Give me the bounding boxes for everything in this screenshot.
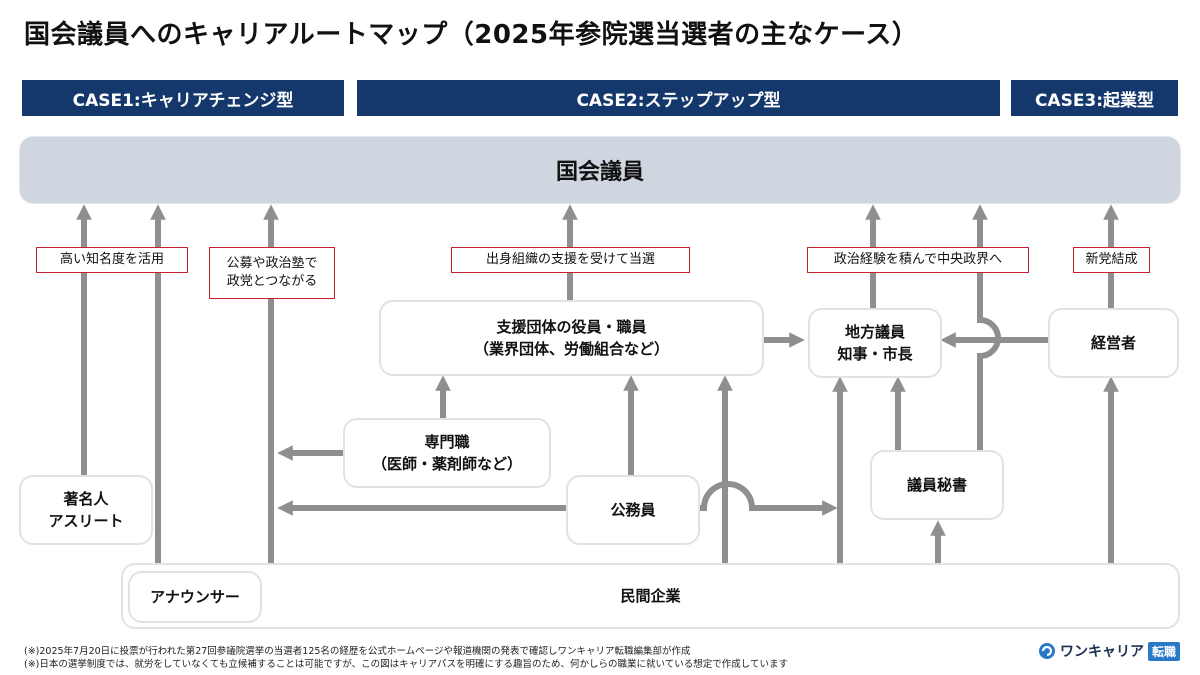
case2-header: CASE2:ステップアップ型 <box>357 80 1000 116</box>
node-private-company: 民間企業 <box>121 563 1180 629</box>
label-org-election-text: 出身組織の支援を受けて当選 <box>485 252 655 267</box>
node-local-line1: 地方議員 <box>844 323 905 341</box>
label-juku: 公募や政治塾で 政党とつながる <box>209 247 335 299</box>
node-professional-line2: （医師・薬剤師など） <box>371 455 522 473</box>
label-juku-line1: 公募や政治塾で <box>226 256 318 271</box>
arrow-civil-to-local-line <box>696 481 838 516</box>
node-professional-line1: 専門職 <box>424 433 470 451</box>
page-title: 国会議員へのキャリアルートマップ（2025年参院選当選者の主なケース） <box>24 20 919 50</box>
logo-name: ワンキャリア <box>1059 644 1144 660</box>
footnote-2: (※)日本の選挙制度では、就労をしていなくても立候補することは可能ですが、この図… <box>24 659 788 670</box>
node-civil-servant: 公務員 <box>566 475 700 545</box>
node-announcer: アナウンサー <box>128 571 262 623</box>
node-local-line2: 知事・市長 <box>837 345 913 363</box>
case3-header: CASE3:起業型 <box>1011 80 1178 116</box>
node-private-company-text: 民間企業 <box>620 587 681 605</box>
node-secretary: 議員秘書 <box>870 450 1004 520</box>
node-local-politician: 地方議員 知事・市長 <box>808 308 942 378</box>
node-celebrity-line2: アスリート <box>48 512 124 530</box>
label-new-party: 新党結成 <box>1073 247 1150 273</box>
label-fame: 高い知名度を活用 <box>36 247 188 273</box>
diet-member-box: 国会議員 <box>19 136 1181 204</box>
brand-logo: ワンキャリア 転職 <box>1038 641 1180 661</box>
node-support-organization: 支援団体の役員・職員 （業界団体、労働組合など） <box>379 300 764 376</box>
node-professional: 専門職 （医師・薬剤師など） <box>343 418 551 488</box>
node-support-org-line1: 支援団体の役員・職員 <box>496 318 647 336</box>
node-celebrity: 著名人 アスリート <box>19 475 153 545</box>
logo-swirl-icon <box>1038 643 1055 659</box>
node-secretary-text: 議員秘書 <box>906 476 967 494</box>
label-experience: 政治経験を積んで中央政界へ <box>807 247 1029 273</box>
diet-member-label: 国会議員 <box>555 160 644 185</box>
node-executive-text: 経営者 <box>1090 334 1136 352</box>
node-civil-servant-text: 公務員 <box>610 501 656 519</box>
label-juku-line2: 政党とつながる <box>226 274 318 289</box>
label-new-party-text: 新党結成 <box>1085 252 1138 267</box>
node-executive: 経営者 <box>1048 308 1179 378</box>
node-celebrity-line1: 著名人 <box>63 490 109 508</box>
label-fame-text: 高い知名度を活用 <box>59 252 164 267</box>
logo-tag: 転職 <box>1147 641 1180 661</box>
case1-header: CASE1:キャリアチェンジ型 <box>22 80 344 116</box>
label-org-election: 出身組織の支援を受けて当選 <box>451 247 690 273</box>
node-announcer-text: アナウンサー <box>150 588 240 606</box>
label-experience-text: 政治経験を積んで中央政界へ <box>833 252 1003 267</box>
node-support-org-line2: （業界団体、労働組合など） <box>473 340 669 358</box>
footnote-1: (※)2025年7月20日に投票が行われた第27回参議院選挙の当選者125名の経… <box>24 646 691 657</box>
